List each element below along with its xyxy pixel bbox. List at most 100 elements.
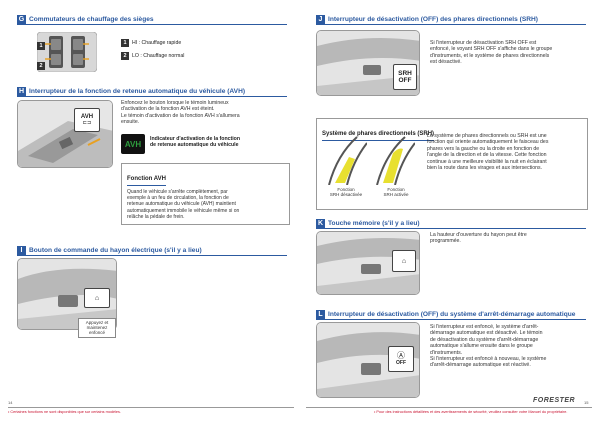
section-k-body-line: programmée. <box>430 238 461 245</box>
section-k-header: K Touche mémoire (s'il y a lieu) <box>316 218 586 229</box>
section-j-letter: J <box>316 14 325 24</box>
liftgate-icon: ⌂ <box>94 294 100 302</box>
srh-system-box: Système de phares directionnels (SRH) Fo… <box>316 118 588 210</box>
footer-divider-right <box>306 407 592 408</box>
section-l-body-line: d'arrêt-démarrage automatique est réacti… <box>430 362 531 369</box>
page-number-left: 14 <box>8 400 13 405</box>
avh-function-title: Fonction AVH <box>127 176 166 182</box>
avh-function-line: automatiquement immobile le véhicule mêm… <box>127 207 240 214</box>
section-l-title: Interrupteur de désactivation (OFF) du s… <box>328 310 576 318</box>
srh-system-line: bien la route dans les virages et aux in… <box>427 165 543 172</box>
section-l-header: L Interrupteur de désactivation (OFF) du… <box>316 309 586 320</box>
section-l-body-line: de désactivation du système d'arrêt-déma… <box>430 336 539 343</box>
section-l-body: Si l'interrupteur est enfoncé, le systèm… <box>430 324 590 369</box>
srh-system-body: Le système de phares directionnels ou SR… <box>427 133 587 171</box>
avh-function-line: Quand le véhicule s'arrête complètement,… <box>127 189 228 195</box>
section-l-letter: L <box>316 309 325 319</box>
section-j-header: J Interrupteur de désactivation (OFF) de… <box>316 14 586 25</box>
seat-heater-legend: 1 HI : Chauffage rapide 2 LO : Chauffage… <box>121 39 184 60</box>
section-j-body-line: enfoncé, le voyant SRH OFF s'affiche dan… <box>430 46 553 53</box>
seat-heater-switch-illustration <box>36 31 98 73</box>
footer-note-left: • Certaines fonctions ne sont disponible… <box>8 410 121 414</box>
avh-indicator-label: AVH <box>124 139 142 149</box>
srh-on-caption-line: SRH activée <box>383 192 409 198</box>
srh-system-line: l'angle de la direction et de la vitesse… <box>427 152 547 159</box>
brand-logo: FORESTER <box>533 397 576 404</box>
section-h-letter: H <box>17 86 26 96</box>
section-k-body-line: La hauteur d'ouverture du hayon peut êtr… <box>430 232 527 238</box>
legend-key-1: 1 <box>121 39 129 47</box>
section-l-body-line: démarrage automatique est désactivé. Le … <box>430 330 543 337</box>
auto-start-stop-button-label: OFF <box>396 360 406 366</box>
srh-on-caption-line: Fonction <box>387 187 405 192</box>
avh-indicator-icon: AVH <box>121 134 145 154</box>
section-j-title: Interrupteur de désactivation (OFF) des … <box>328 15 538 23</box>
section-j-body-line: d'instruments, et le système de phares d… <box>430 52 550 59</box>
section-i-header: I Bouton de commande du hayon électrique… <box>17 245 287 256</box>
liftgate-button[interactable]: ⌂ <box>84 288 110 308</box>
seat-heater-callout-1: 1 <box>37 42 45 50</box>
avh-button[interactable]: AVH ⊏⊐ <box>74 108 100 132</box>
liftgate-caption: Appuyez et maintenez enfoncé <box>78 318 116 338</box>
avh-function-line: retenue automatique du véhicule (AVH) ma… <box>127 201 236 208</box>
section-i-title: Bouton de commande du hayon électrique (… <box>29 246 202 254</box>
srh-on-caption: Fonction SRH activée <box>373 187 419 197</box>
auto-start-stop-off-button[interactable]: Ⓐ OFF <box>388 346 414 372</box>
section-h-body-line: d'activation de la fonction AVH est étei… <box>121 106 215 113</box>
srh-on-road-illustration <box>375 135 416 190</box>
section-j-body-line: Si l'interrupteur de désactivation SRH O… <box>430 40 537 46</box>
srh-off-caption-line: Fonction <box>337 187 355 192</box>
section-l-body-line: automatique s'allume ensuite dans le gro… <box>430 343 533 350</box>
srh-off-road-illustration <box>327 135 368 190</box>
avh-button-label: AVH <box>80 114 94 120</box>
section-h-title: Interrupteur de la fonction de retenue a… <box>29 87 246 95</box>
seat-heater-callout-2: 2 <box>37 62 45 70</box>
section-h-body-line: ensuite. <box>121 119 140 126</box>
section-i-letter: I <box>17 245 26 255</box>
avh-function-line: exemple à un feu de circulation, la fonc… <box>127 195 229 202</box>
section-h-body: Enfoncez le bouton lorsque le témoin lum… <box>121 100 291 126</box>
section-h-body-line: Le témoin d'activation de la fonction AV… <box>121 112 240 119</box>
srh-system-line: fonction qui oriente automatiquement le … <box>427 139 549 146</box>
legend-key-2: 2 <box>121 52 129 60</box>
srh-off-caption: Fonction SRH désactivée <box>321 187 371 197</box>
section-g-letter: G <box>17 14 26 24</box>
legend-item-lo: 2 LO : Chauffage normal <box>121 52 184 60</box>
memory-key-icon: ⌂ <box>401 257 407 265</box>
srh-system-line: phares vers la gauche ou la droite en fo… <box>427 145 540 152</box>
auto-start-stop-icon: Ⓐ <box>397 351 405 360</box>
footer-divider-left <box>8 407 294 408</box>
avh-function-line: relâche la pédale de frein. <box>127 213 185 220</box>
page-number-right: 15 <box>584 400 589 405</box>
legend-text-hi: HI : Chauffage rapide <box>132 40 182 46</box>
section-l-body-line: d'instruments. <box>430 349 463 356</box>
footer-note-right: • Pour des instructions détaillées et de… <box>374 410 568 414</box>
avh-button-icon: ⊏⊐ <box>82 120 92 126</box>
section-g-header: G Commutateurs de chauffage des sièges <box>17 14 287 25</box>
srh-system-line: Le système de phares directionnels ou SR… <box>427 133 547 139</box>
section-l-body-line: Si l'interrupteur est enfoncé à nouveau,… <box>430 356 547 363</box>
legend-item-hi: 1 HI : Chauffage rapide <box>121 39 184 47</box>
srh-off-caption-line: SRH désactivée <box>329 192 363 198</box>
liftgate-caption-line: Appuyez et <box>85 320 109 325</box>
srh-button-line-1: SRH <box>398 70 412 77</box>
section-g-title: Commutateurs de chauffage des sièges <box>29 15 154 23</box>
avh-function-box: Fonction AVH Quand le véhicule s'arrête … <box>121 163 290 225</box>
srh-button-line-2: OFF <box>398 77 412 84</box>
section-k-body: La hauteur d'ouverture du hayon peut êtr… <box>430 232 590 245</box>
section-j-body: Si l'interrupteur de désactivation SRH O… <box>430 40 590 66</box>
section-j-body-line: est désactivé. <box>430 59 462 66</box>
section-h-header: H Interrupteur de la fonction de retenue… <box>17 86 287 97</box>
legend-text-lo: LO : Chauffage normal <box>132 53 185 59</box>
memory-key-illustration <box>316 231 420 295</box>
section-l-body-line: Si l'interrupteur est enfoncé, le systèm… <box>430 324 539 330</box>
avh-indicator-text: Indicateur d'activation de la fonction d… <box>150 136 240 149</box>
srh-system-title: Système de phares directionnels (SRH) <box>322 131 435 137</box>
liftgate-caption-line: maintenez enfoncé <box>86 325 108 336</box>
memory-key-button[interactable]: ⌂ <box>392 250 416 272</box>
avh-indicator-text-line: Indicateur d'activation de la fonction <box>150 136 241 142</box>
srh-off-button[interactable]: SRH OFF <box>393 64 417 90</box>
section-k-letter: K <box>316 218 325 228</box>
srh-system-line: continue à une meilleure visibilité la n… <box>427 158 547 165</box>
section-k-title: Touche mémoire (s'il y a lieu) <box>328 219 420 227</box>
